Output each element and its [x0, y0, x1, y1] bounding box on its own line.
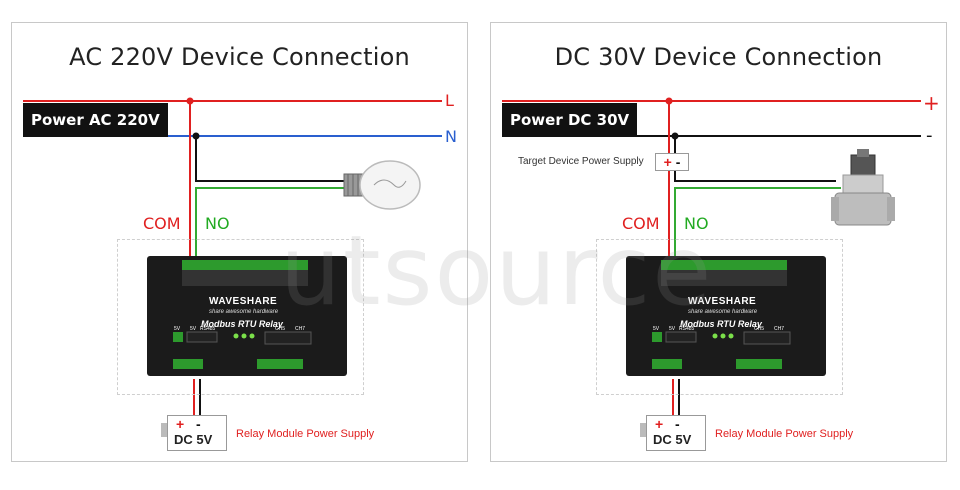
- dc-wiring-diagram: [502, 97, 921, 415]
- power-source-label: Power DC 30V: [502, 103, 638, 137]
- minus-sign: -: [675, 416, 680, 432]
- l-junction-dot: [186, 97, 194, 105]
- no-wire: [674, 187, 841, 263]
- port-label: RS485: [200, 326, 216, 332]
- target-device-power-supply: + -: [655, 153, 689, 171]
- plus-sign: +: [655, 416, 664, 432]
- ac-connection-panel: AC 220V Device Connection Power AC 220V …: [11, 22, 468, 462]
- supply-connector: [640, 423, 646, 437]
- plus-sign: +: [176, 416, 185, 432]
- panel-title: DC 30V Device Connection: [554, 43, 883, 71]
- positive-junction-dot: [665, 97, 673, 105]
- relay-module-power-supply: + - DC 5V: [167, 415, 227, 451]
- target-supply-caption: Target Device Power Supply: [518, 156, 644, 167]
- com-label: COM: [143, 214, 181, 233]
- modbus-rtu-relay: WAVESHARE share awesome hardware Modbus …: [147, 256, 347, 376]
- device-model: Modbus RTU Relay: [201, 319, 283, 329]
- device-brand: WAVESHARE: [688, 296, 757, 307]
- negative-junction-dot: [671, 132, 679, 140]
- com-label: COM: [622, 214, 660, 233]
- positive-line-label: +: [923, 91, 940, 115]
- relay-terminals: [652, 260, 791, 369]
- neutral-line-label: N: [445, 127, 457, 146]
- device-outline: [596, 239, 843, 395]
- device-tagline: share awesome hardware: [688, 309, 758, 315]
- relay-module-power-supply: + - DC 5V: [646, 415, 706, 451]
- supply-caption: Relay Module Power Supply: [236, 428, 375, 440]
- modbus-rtu-relay: WAVESHARE share awesome hardware Modbus …: [626, 256, 826, 376]
- port-label: 5V: [190, 326, 197, 332]
- port-label: 5V: [669, 326, 676, 332]
- port-label: CH7: [774, 326, 785, 332]
- solenoid-valve-icon: [831, 149, 895, 226]
- n-junction-dot: [192, 132, 200, 140]
- port-label: CH7: [295, 326, 306, 332]
- port-label: CH5: [275, 326, 286, 332]
- device-brand: WAVESHARE: [209, 296, 278, 307]
- power-source-label: Power AC 220V: [23, 103, 168, 137]
- neutral-to-load-wire: [195, 136, 352, 182]
- device-outline: [117, 239, 364, 395]
- port-label: 5V: [174, 326, 181, 332]
- supply-voltage: DC 5V: [653, 432, 692, 447]
- supply-voltage: DC 5V: [174, 432, 213, 447]
- no-label: NO: [205, 214, 230, 233]
- live-line-label: L: [445, 91, 454, 110]
- light-bulb-icon: [343, 160, 421, 210]
- negative-to-load-wire: [674, 136, 836, 182]
- port-label: 5V: [653, 326, 660, 332]
- supply-caption: Relay Module Power Supply: [715, 428, 854, 440]
- negative-line-label: -: [926, 125, 933, 146]
- dc-connection-panel: DC 30V Device Connection Power DC 30V + …: [490, 22, 947, 462]
- minus-sign: -: [196, 416, 201, 432]
- port-label: RS485: [679, 326, 695, 332]
- device-tagline: share awesome hardware: [209, 309, 279, 315]
- relay-terminals: [173, 260, 312, 369]
- panel-title: AC 220V Device Connection: [69, 43, 410, 71]
- port-label: CH5: [754, 326, 765, 332]
- no-label: NO: [684, 214, 709, 233]
- supply-connector: [161, 423, 167, 437]
- device-model: Modbus RTU Relay: [680, 319, 762, 329]
- minus-sign: -: [675, 154, 681, 170]
- plus-sign: +: [663, 154, 672, 170]
